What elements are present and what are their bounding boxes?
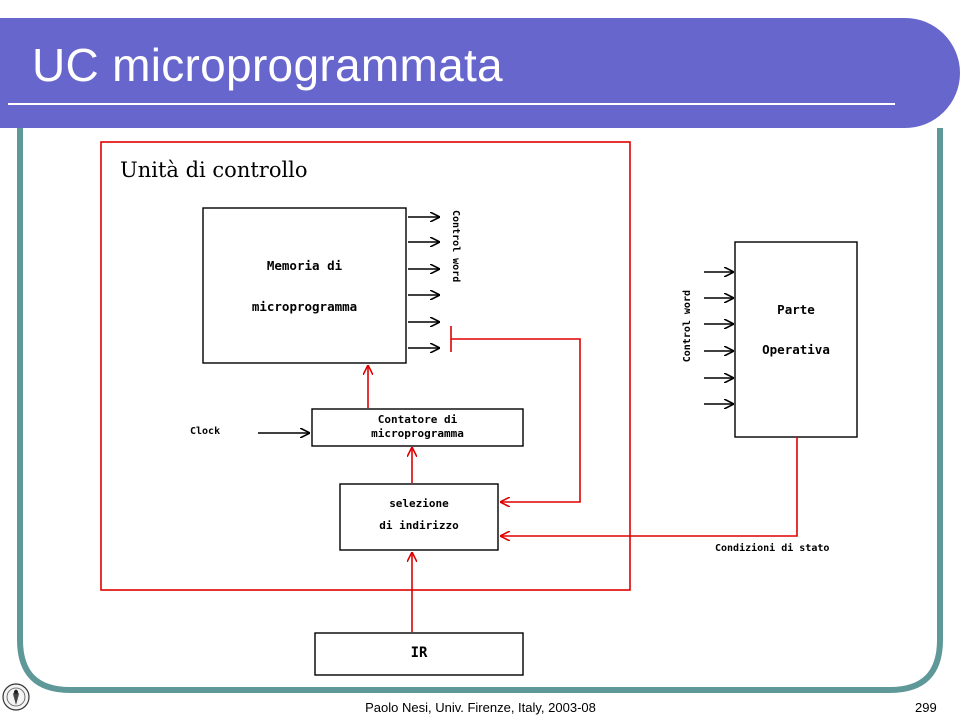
- memory-label-line2: microprogramma: [251, 299, 358, 314]
- counter-label-line2: microprogramma: [371, 427, 464, 440]
- status-conditions-path: [500, 437, 798, 536]
- red-signals: [368, 326, 798, 632]
- memory-label-line1: Memoria di: [266, 258, 343, 273]
- control-word-label-memory: Control word: [450, 210, 461, 283]
- page-number: 299: [915, 700, 937, 715]
- selection-label-line2: di indirizzo: [379, 519, 459, 532]
- counter-label-line1: Contatore di: [377, 413, 458, 426]
- counter-block: [311, 408, 524, 447]
- control-word-label-operative: Control word: [682, 290, 693, 363]
- slide-title: UC microprogrammata: [32, 39, 503, 91]
- title-bar: [0, 18, 960, 128]
- control-unit-label: Unità di controllo: [120, 158, 308, 182]
- operative-label-line1: Parte: [777, 302, 815, 317]
- selection-label-line1: selezione: [389, 497, 449, 510]
- clock-label: Clock: [190, 426, 221, 437]
- operative-block: [734, 241, 858, 438]
- ir-label: IR: [410, 645, 428, 661]
- ir-block: [314, 632, 524, 676]
- control-word-outputs: [408, 217, 440, 348]
- control-unit-boundary: [100, 141, 631, 591]
- operative-label-line2: Operativa: [762, 342, 830, 357]
- next-address-feedback: [451, 338, 581, 502]
- slide-footer: Paolo Nesi, Univ. Firenze, Italy, 2003-0…: [365, 700, 596, 715]
- slide-frame: [17, 128, 943, 693]
- operative-inputs: [704, 272, 734, 404]
- status-conditions-label: Condizioni di stato: [715, 543, 830, 554]
- selection-block: [339, 483, 499, 551]
- memory-block: [202, 207, 407, 364]
- university-seal-logo: [2, 683, 30, 711]
